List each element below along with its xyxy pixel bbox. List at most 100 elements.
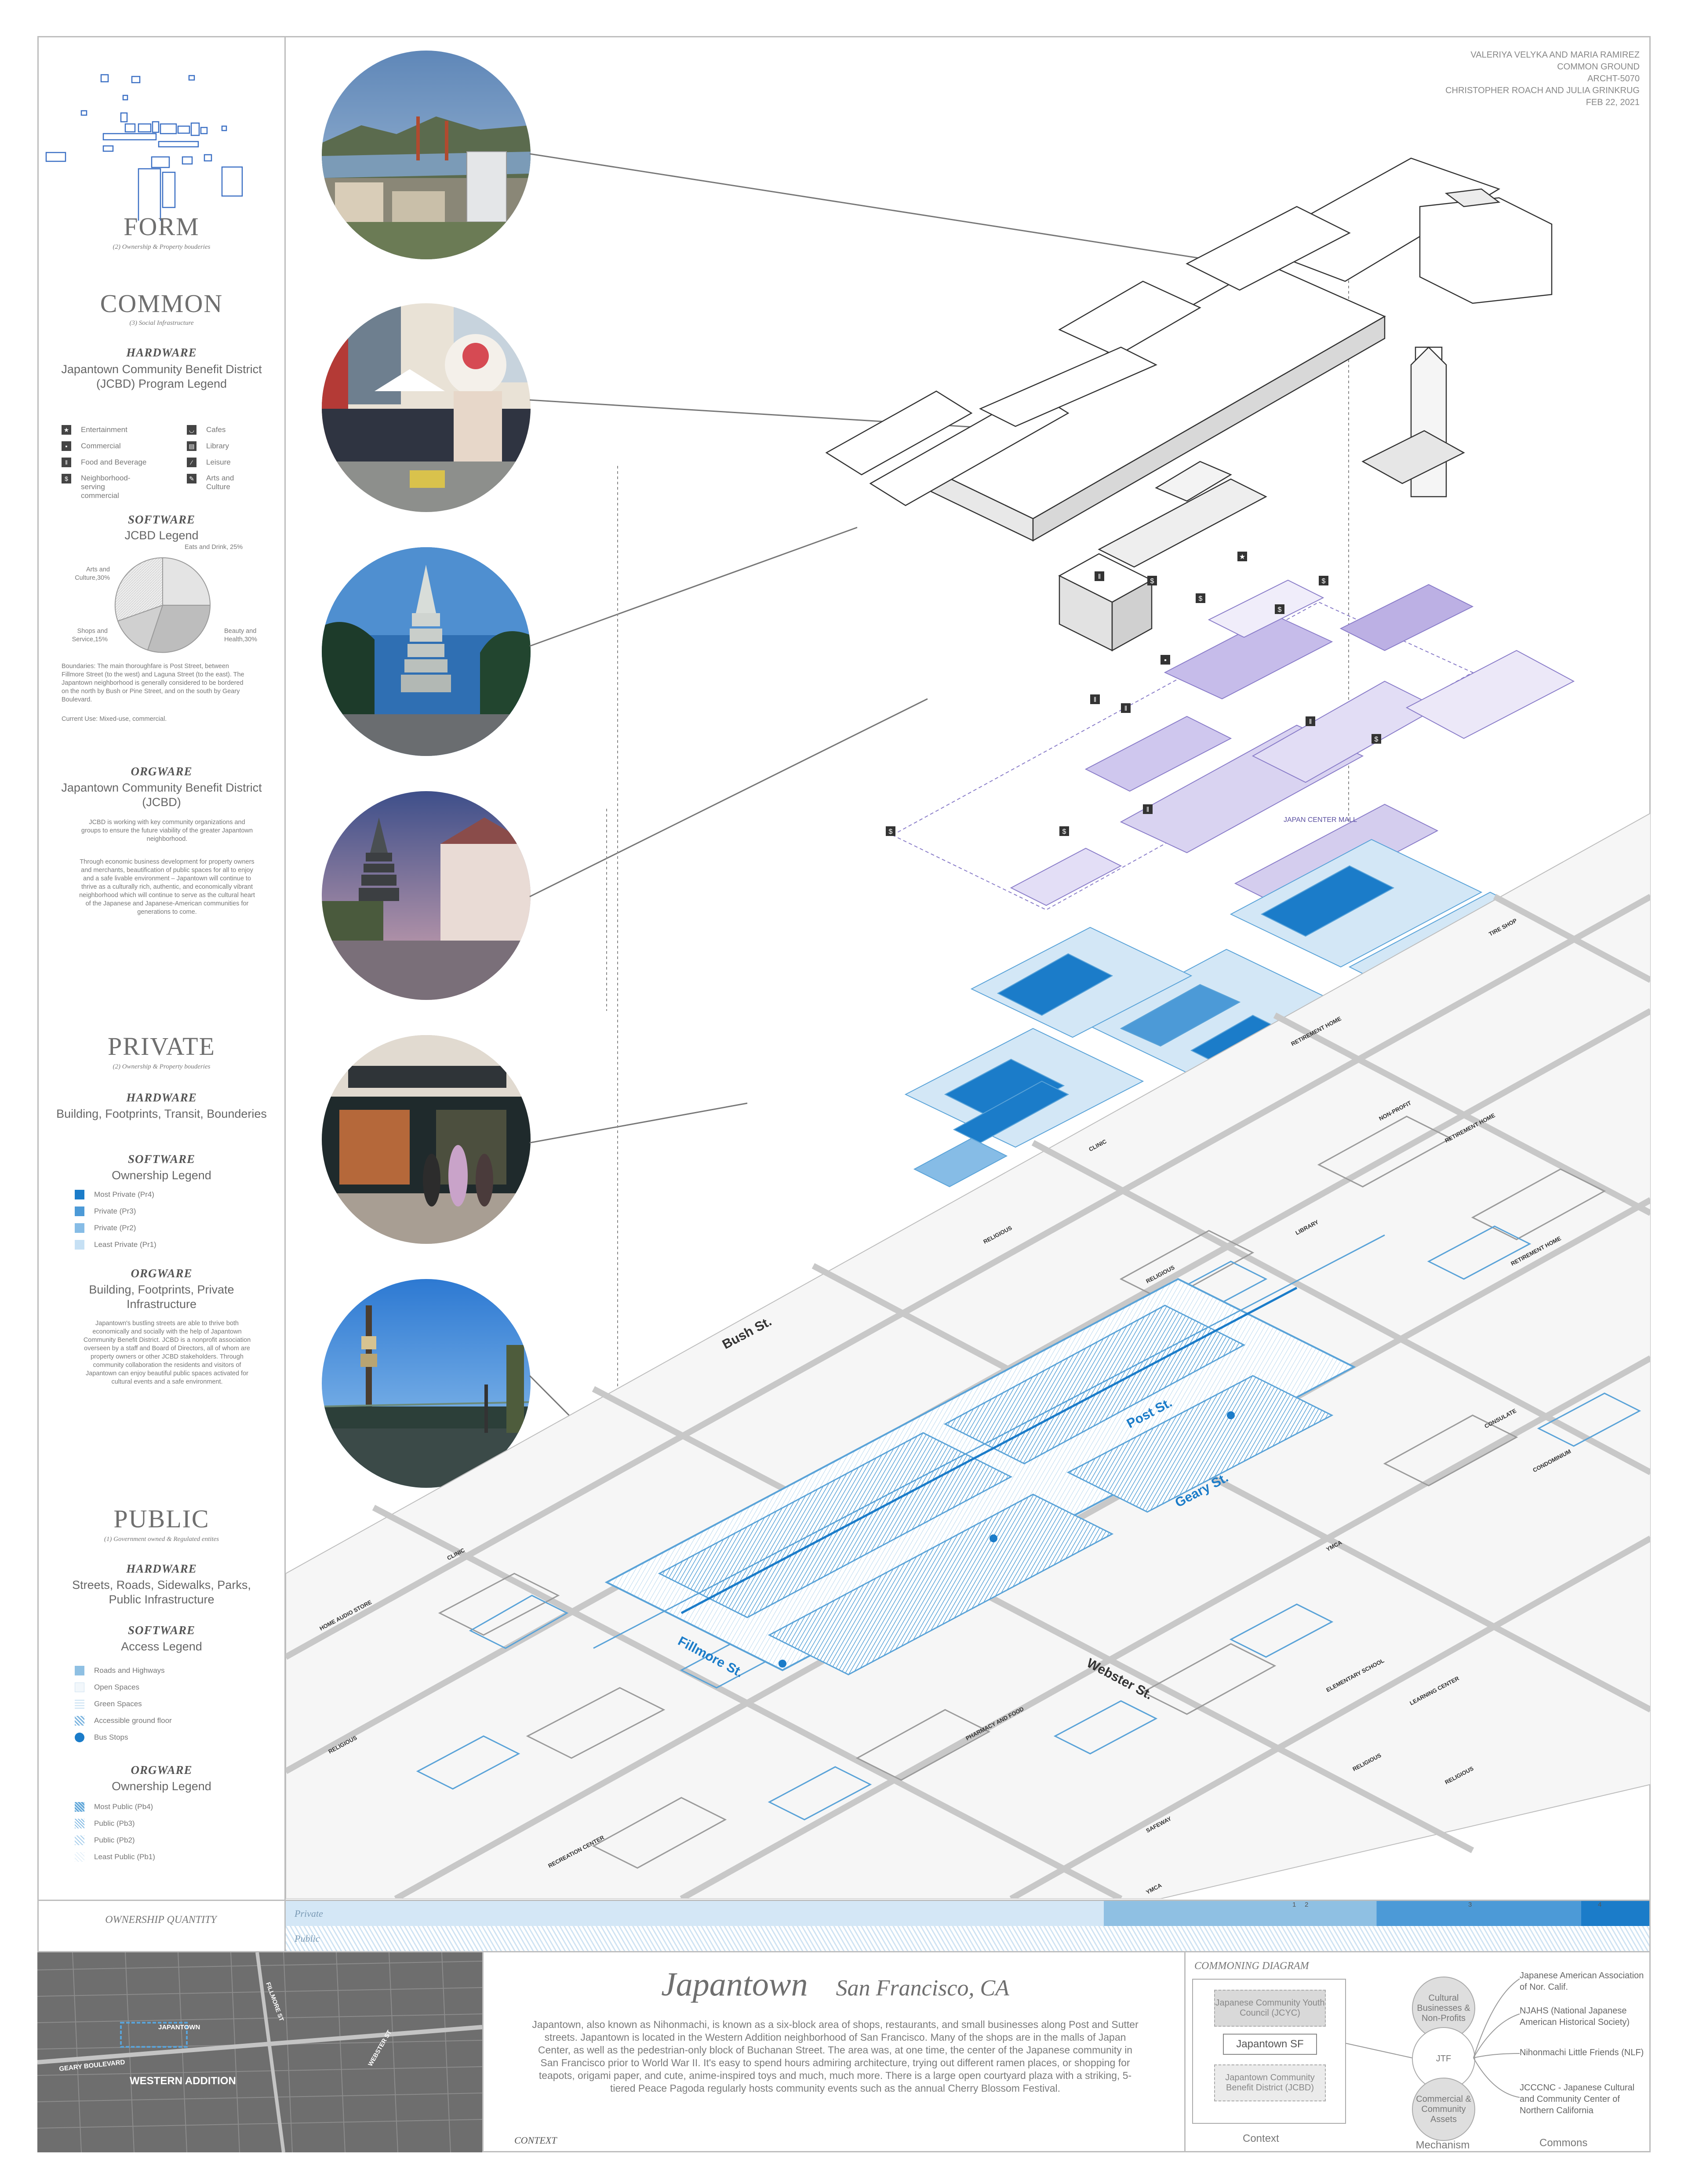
common-hardware-label: HARDWARE (126, 346, 197, 359)
pie-label-eats: Eats and Drink, 25% (185, 544, 243, 551)
aerial-label-western-addition: WESTERN ADDITION (130, 2075, 236, 2087)
common-orgware-para1: JCBD is working with key community organ… (81, 819, 253, 843)
legend-public-pb2: Public (Pb2) (75, 1835, 135, 1845)
legend-private-pr3: Private (Pr3) (75, 1206, 136, 1216)
swatch-accessible (75, 1716, 84, 1726)
commoning-connectors (1346, 1978, 1520, 2098)
legend-roads: Roads and Highways (75, 1666, 165, 1675)
context-subtitle: San Francisco, CA (836, 1976, 1009, 2001)
svg-text:ǁ: ǁ (1309, 718, 1312, 726)
swatch-pb1 (75, 1852, 84, 1862)
form-subtitle: (2) Ownership & Property bouderies (113, 243, 211, 251)
legend-commercial: ▪ Commercial (62, 441, 121, 451)
marker-4: 4 (1598, 1901, 1602, 1908)
pie-slice-eats (162, 557, 211, 606)
private-bar: Private 1 2 3 4 (286, 1901, 1649, 1926)
legend-entertainment: ★ Entertainment (62, 425, 127, 435)
swatch-pr1 (75, 1240, 84, 1250)
program-icons: ǁ $ $ $ $ ★ ▪ ǁ ǁ ǁ $ $ $ ǁ (886, 552, 1381, 836)
public-software-label: SOFTWARE (127, 1624, 196, 1637)
column-context: Context (1243, 2133, 1279, 2144)
legend-cafes: ◡ Cafes (187, 425, 226, 435)
private-orgware-label: ORGWARE (131, 1267, 193, 1280)
legend-library: ▤ Library (187, 441, 229, 451)
common-title: COMMON (100, 289, 223, 318)
private-subtitle: (2) Ownership & Property bouderies (113, 1063, 211, 1070)
common-software-label: SOFTWARE (127, 513, 196, 526)
japan-center-label: JAPAN CENTER MALL (1284, 816, 1357, 824)
axonometric-diagram: ǁ $ $ $ $ ★ ▪ ǁ ǁ ǁ $ $ $ ǁ JAPAN CENTER… (286, 157, 1651, 1899)
marker-3: 3 (1468, 1901, 1472, 1908)
public-title: PUBLIC (113, 1504, 210, 1533)
public-subtitle: (1) Government owned & Regulated entites (104, 1536, 219, 1543)
commoning-diagram: COMMONING DIAGRAM Japanese Community You… (1186, 1952, 1651, 2152)
svg-text:ǁ: ǁ (1098, 573, 1101, 581)
swatch-pr2 (75, 1223, 84, 1233)
swatch-pb4 (75, 1802, 84, 1812)
photo-plaza-sunset (322, 791, 531, 1000)
aerial-label-japantown: JAPANTOWN (158, 2024, 200, 2031)
marker-2: 2 (1305, 1901, 1309, 1908)
public-orgware-label: ORGWARE (131, 1763, 193, 1777)
legend-accessible: Accessible ground floor (75, 1716, 172, 1726)
credits-block: VALERIYA VELYKA AND MARIA RAMIREZ COMMON… (1445, 50, 1640, 107)
public-orgware-text: Ownership Legend (112, 1780, 211, 1793)
svg-text:▪: ▪ (1164, 657, 1167, 664)
svg-text:ǁ: ǁ (1094, 696, 1097, 704)
svg-text:$: $ (1278, 606, 1282, 614)
private-software-text: Ownership Legend (112, 1169, 211, 1182)
common-subtitle: (3) Social Infrastructure (129, 320, 194, 327)
context-text-panel: Japantown San Francisco, CA Japantown, a… (482, 1952, 1186, 2152)
bus-stop-icon (75, 1733, 84, 1742)
context-strip: JAPANTOWN GEARY BOULEVARD WESTERN ADDITI… (37, 1952, 1651, 2152)
context-title: Japantown (661, 1966, 808, 2003)
neighborhood-icon: $ (62, 474, 71, 483)
legend-bus-stops: Bus Stops (75, 1733, 128, 1742)
legend-public-pb3: Public (Pb3) (75, 1819, 135, 1828)
private-orgware-para: Japantown's bustling streets are able to… (83, 1320, 251, 1385)
entertainment-icon: ★ (62, 425, 71, 435)
legend-private-pr2: Private (Pr2) (75, 1223, 136, 1233)
pie-slice-shops (117, 604, 164, 651)
boundaries-text: Boundaries: The main thoroughfare is Pos… (62, 663, 244, 703)
svg-text:$: $ (889, 828, 893, 836)
library-icon: ▤ (187, 441, 196, 451)
swatch-roads (75, 1666, 84, 1675)
private-title: PRIVATE (108, 1032, 215, 1061)
public-hardware-label: HARDWARE (126, 1562, 197, 1575)
pie-label-beauty: Beauty and Health,30% (224, 628, 257, 643)
common-hardware-text: Japantown Community Benefit District (JC… (61, 363, 262, 390)
legend-open-spaces: Open Spaces (75, 1683, 139, 1692)
pie-label-shops: Shops and Service,15% (72, 628, 108, 643)
common-orgware-label: ORGWARE (131, 765, 193, 778)
context-heading: Japantown San Francisco, CA (484, 1966, 1187, 2004)
svg-text:★: ★ (1239, 553, 1245, 561)
common-software-text: JCBD Legend (124, 529, 199, 542)
svg-text:$: $ (1062, 828, 1066, 836)
jcyc-box: Japanese Community Youth Council (JCYC) (1214, 1990, 1326, 2027)
private-orgware-text: Building, Footprints, Private Infrastruc… (89, 1283, 234, 1311)
commercial-assets-node: Commercial & Community Assets (1412, 2078, 1475, 2141)
japantown-sf-box: Japantown SF (1223, 2034, 1317, 2055)
commercial-icon: ▪ (62, 441, 71, 451)
food-icon: ǁ (62, 458, 71, 467)
ownership-quantity-title: OWNERSHIP QUANTITY (37, 1901, 286, 1951)
legend-leisure: ⁄ Leisure (187, 458, 231, 467)
svg-text:ǁ: ǁ (1146, 806, 1150, 814)
pie-slice-beauty (147, 605, 211, 653)
form-outline-diagram (45, 74, 243, 221)
column-commons: Commons (1539, 2137, 1588, 2149)
commons-item-3: Nihonmachi Little Friends (NLF) (1520, 2048, 1644, 2057)
pie-slice-arts (114, 557, 163, 622)
pie-label-arts: Arts and Culture,30% (75, 566, 110, 581)
legend-least-public: Least Public (Pb1) (75, 1852, 155, 1862)
legend-food: ǁ Food and Beverage (62, 458, 146, 467)
marker-1: 1 (1292, 1901, 1296, 1908)
private-hardware-text: Building, Footprints, Transit, Bounderie… (56, 1107, 267, 1120)
commons-item-1: Japanese American Association of Nor. Ca… (1520, 1971, 1644, 1992)
swatch-pr3 (75, 1206, 84, 1216)
swatch-green (75, 1699, 84, 1709)
legend-green-spaces: Green Spaces (75, 1699, 142, 1709)
arts-icon: ✎ (187, 474, 196, 483)
layer-common (891, 579, 1575, 911)
